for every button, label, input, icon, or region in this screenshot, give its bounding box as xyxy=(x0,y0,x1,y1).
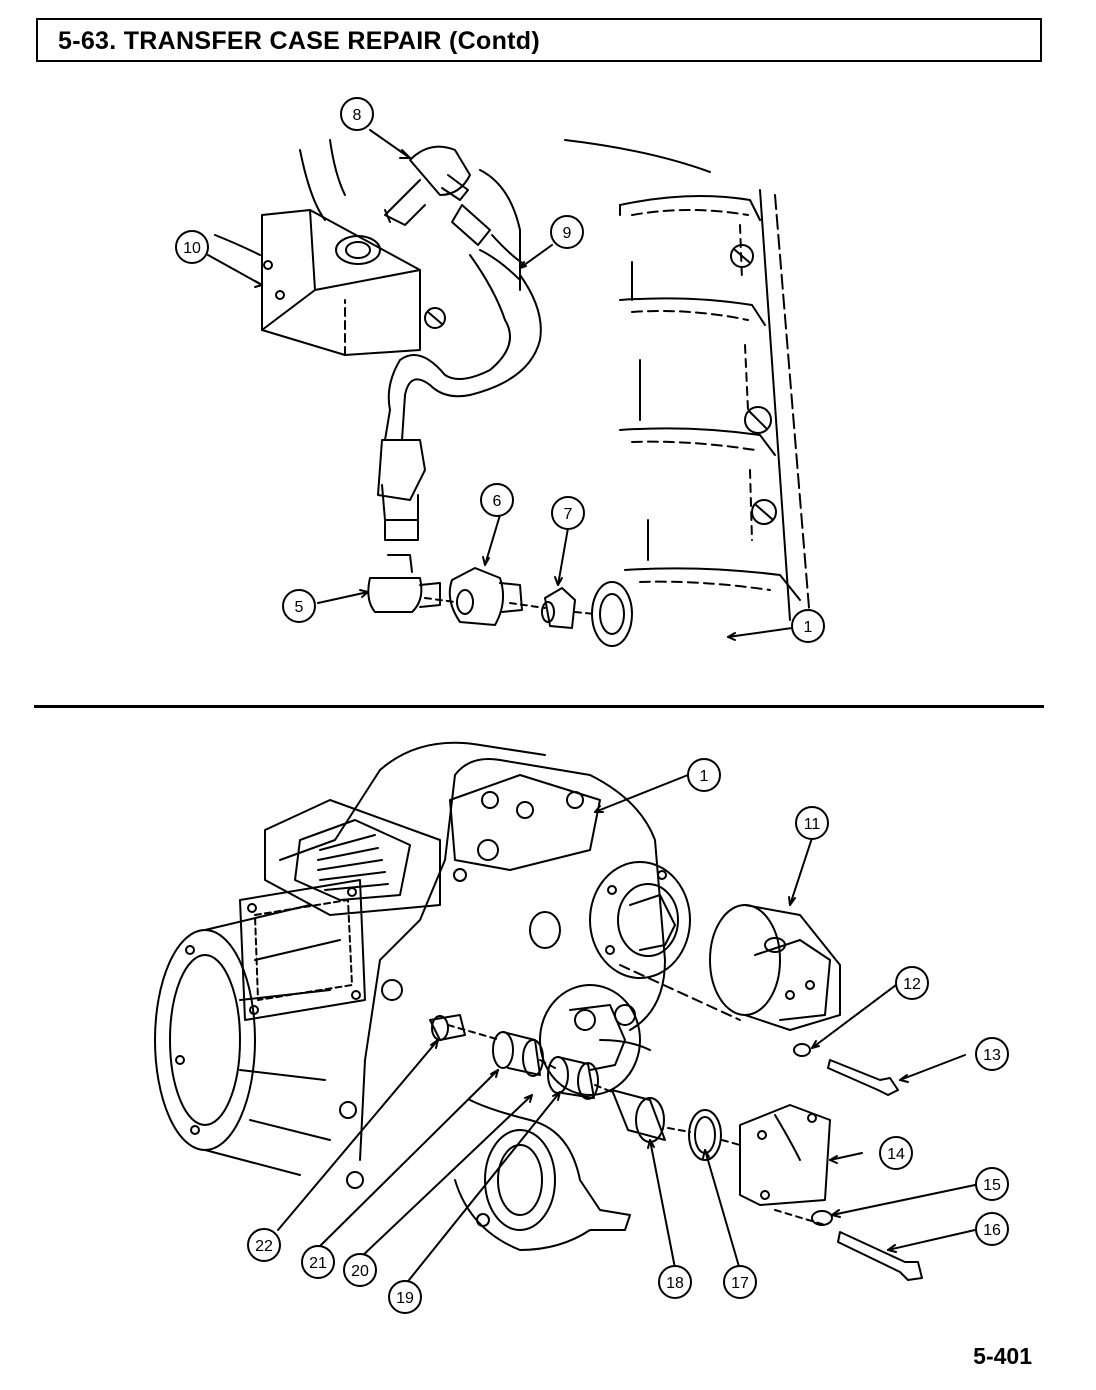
callout-11: 11 xyxy=(804,816,821,833)
page-number: 5-401 xyxy=(973,1343,1032,1369)
callout-14: 14 xyxy=(887,1146,905,1163)
callout-5: 5 xyxy=(295,599,304,616)
callout-16: 16 xyxy=(983,1222,1001,1239)
callout-19: 19 xyxy=(396,1290,414,1307)
callout-12: 12 xyxy=(903,976,921,993)
callout-6: 6 xyxy=(493,493,502,510)
page-title: 5-63. TRANSFER CASE REPAIR (Contd) xyxy=(58,27,540,55)
callout-1-bottom: 1 xyxy=(700,768,709,785)
callout-18: 18 xyxy=(666,1275,684,1292)
callout-20: 20 xyxy=(351,1263,369,1280)
callout-15: 15 xyxy=(983,1177,1001,1194)
callout-21: 21 xyxy=(309,1255,327,1272)
callout-10: 10 xyxy=(183,240,201,257)
title-box: 5-63. TRANSFER CASE REPAIR (Contd) xyxy=(36,18,1042,62)
callout-7: 7 xyxy=(564,506,573,523)
callout-1-top: 1 xyxy=(804,619,813,636)
callout-22: 22 xyxy=(255,1238,273,1255)
callout-13: 13 xyxy=(983,1047,1001,1064)
callout-9: 9 xyxy=(563,225,572,242)
callout-8: 8 xyxy=(353,107,362,124)
callout-17: 17 xyxy=(731,1275,749,1292)
section-divider xyxy=(34,705,1044,708)
top-exploded-view-diagram: 8 9 10 6 7 5 1 xyxy=(175,97,825,647)
